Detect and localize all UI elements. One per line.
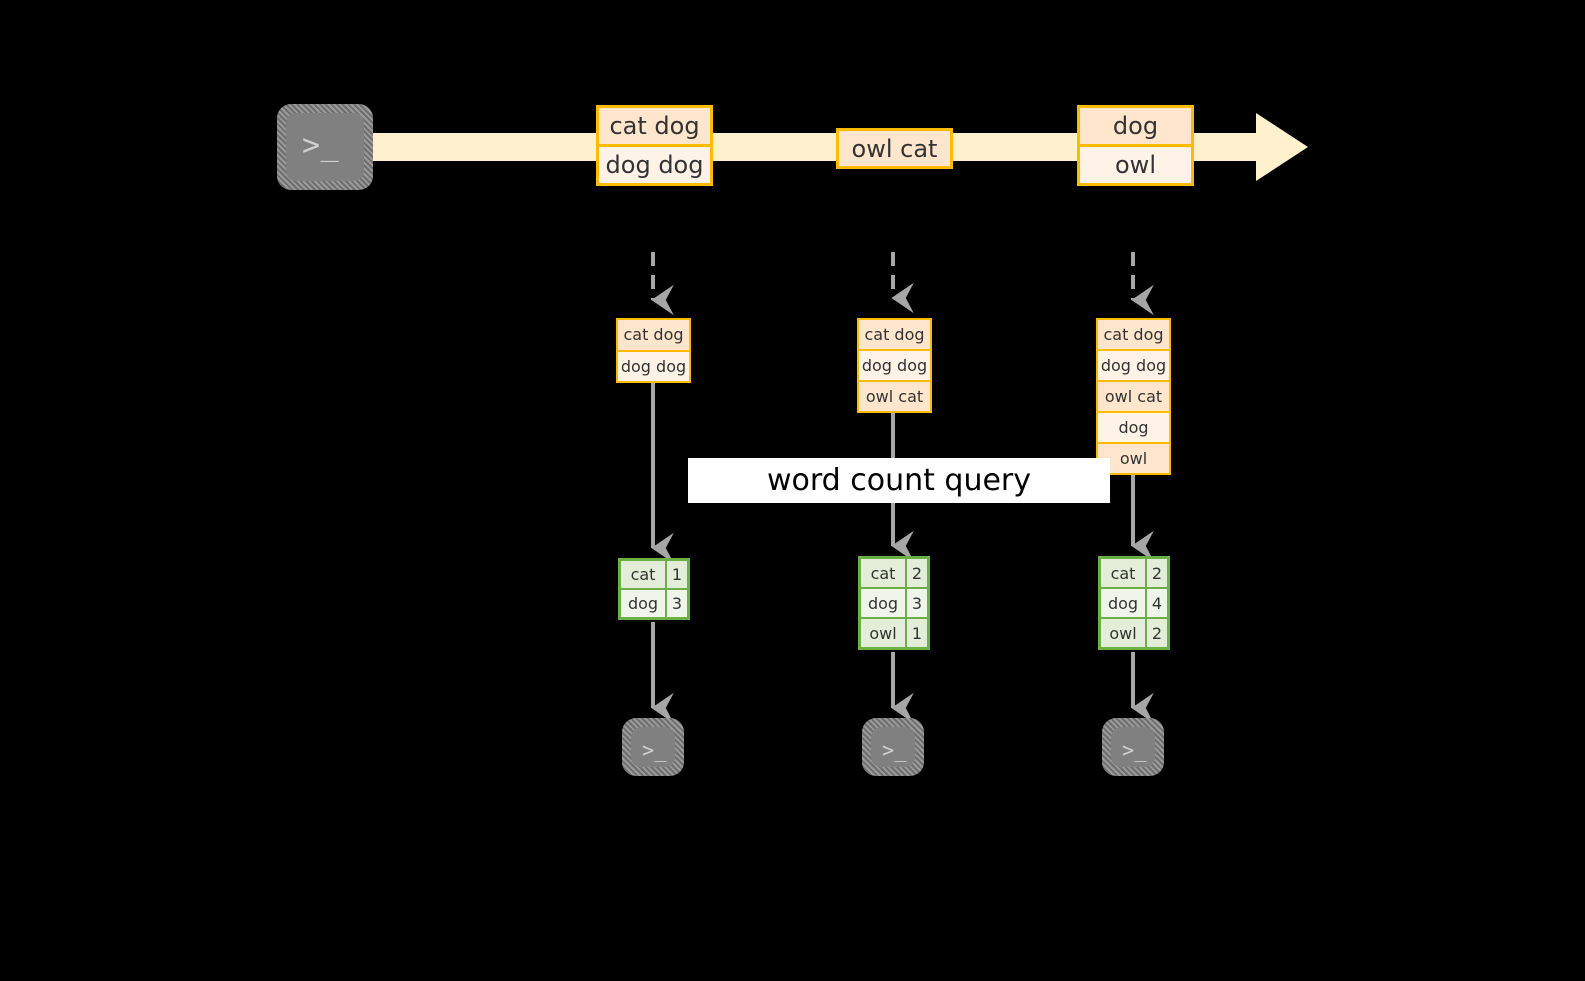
terminal-prompt-glyph: >_ <box>882 738 907 762</box>
snapshot-1: cat dog dog dog <box>616 318 691 383</box>
snapshot-line: cat dog <box>859 320 930 351</box>
result-table-2: cat 2 dog 3 owl 1 <box>858 556 930 650</box>
query-label-text: word count query <box>766 463 1032 498</box>
table-row: cat 1 <box>621 561 687 590</box>
table-row: owl 1 <box>861 619 927 647</box>
table-row: cat 2 <box>1101 559 1167 589</box>
terminal-prompt-glyph: >_ <box>1122 738 1147 762</box>
count-cell: 1 <box>907 619 927 647</box>
snapshot-line: dog <box>1098 413 1169 444</box>
table-row: dog 4 <box>1101 589 1167 619</box>
terminal-body <box>286 113 364 181</box>
table-row: dog 3 <box>621 590 687 617</box>
snapshot-line: owl cat <box>1098 382 1169 413</box>
snapshot-line: dog dog <box>1098 351 1169 382</box>
count-cell: 3 <box>907 589 927 617</box>
word-cell: cat <box>621 561 667 588</box>
table-row: dog 3 <box>861 589 927 619</box>
word-cell: cat <box>1101 559 1147 587</box>
count-cell: 2 <box>907 559 927 587</box>
snapshot-3: cat dog dog dog owl cat dog owl <box>1096 318 1171 475</box>
word-cell: owl <box>861 619 907 647</box>
count-cell: 3 <box>667 590 687 617</box>
word-cell: dog <box>621 590 667 617</box>
stream-record-line: dog <box>1080 108 1191 147</box>
table-row: cat 2 <box>861 559 927 589</box>
snapshot-line: dog dog <box>618 351 689 381</box>
terminal-body <box>871 727 915 767</box>
snapshot-2: cat dog dog dog owl cat <box>857 318 932 413</box>
stream-record-group-3: dog owl <box>1077 105 1194 186</box>
stream-record-line: owl cat <box>839 131 950 166</box>
stream-record-line: dog dog <box>599 147 710 183</box>
count-cell: 2 <box>1147 619 1167 647</box>
result-table-1: cat 1 dog 3 <box>618 558 690 620</box>
source-terminal-icon: >_ <box>277 104 373 190</box>
terminal-prompt-glyph: >_ <box>642 738 667 762</box>
snapshot-line: owl cat <box>859 382 930 411</box>
table-row: owl 2 <box>1101 619 1167 647</box>
word-cell: owl <box>1101 619 1147 647</box>
terminal-prompt-glyph: >_ <box>302 128 340 163</box>
stream-record-group-2: owl cat <box>836 128 953 169</box>
snapshot-line: dog dog <box>859 351 930 382</box>
terminal-body <box>1111 727 1155 767</box>
terminal-body <box>631 727 675 767</box>
snapshot-line: cat dog <box>618 320 689 352</box>
word-cell: dog <box>861 589 907 617</box>
sink-terminal-1-icon: >_ <box>622 718 684 776</box>
result-table-3: cat 2 dog 4 owl 2 <box>1098 556 1170 650</box>
count-cell: 2 <box>1147 559 1167 587</box>
word-cell: dog <box>1101 589 1147 617</box>
stream-record-group-1: cat dog dog dog <box>596 105 713 186</box>
count-cell: 1 <box>667 561 687 588</box>
query-label: word count query <box>688 458 1110 503</box>
snapshot-line: cat dog <box>1098 320 1169 351</box>
sink-terminal-3-icon: >_ <box>1102 718 1164 776</box>
stream-record-line: owl <box>1080 147 1191 183</box>
word-cell: cat <box>861 559 907 587</box>
count-cell: 4 <box>1147 589 1167 617</box>
stream-record-line: cat dog <box>599 108 710 147</box>
sink-terminal-2-icon: >_ <box>862 718 924 776</box>
